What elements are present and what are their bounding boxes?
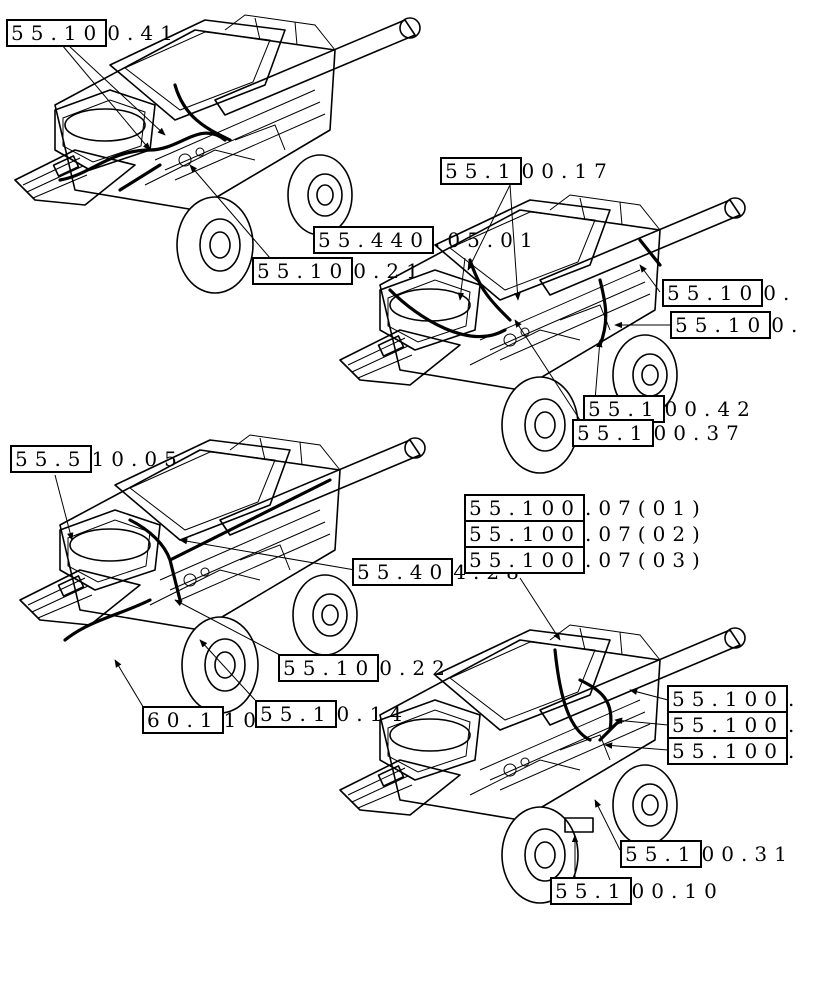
callout-box: 55.1 <box>550 877 632 905</box>
harvester-figure-2 <box>339 184 746 474</box>
callout-box: 55.100 <box>667 685 788 713</box>
callout-55-100-07-01[interactable]: 55.100.07(01) <box>464 494 707 522</box>
harvester-figure-4 <box>339 577 746 904</box>
callout-55-100-right-d[interactable]: 55.100. <box>667 711 801 739</box>
callout-55-100-right-c[interactable]: 55.100. <box>667 685 801 713</box>
callout-box: 55.1 <box>440 157 522 185</box>
callout-box: 55.1 <box>583 395 665 423</box>
callout-box: 55.440 <box>313 226 434 254</box>
callout-box: 55.10 <box>670 311 772 339</box>
callout-box: 55.40 <box>352 558 454 586</box>
callout-box: 55.100 <box>464 520 585 548</box>
callout-box: 55.10 <box>278 654 380 682</box>
callout-55-100-right-e[interactable]: 55.100. <box>667 737 801 765</box>
harvester-figure-1 <box>14 14 421 294</box>
callout-box: 55.10 <box>252 257 354 285</box>
callout-box: 55.1 <box>620 840 702 868</box>
callout-55-440-05-01[interactable]: 55.440.05.01 <box>313 226 540 254</box>
callout-box: 55.100 <box>464 494 585 522</box>
callout-box: 55.10 <box>662 279 764 307</box>
harvester-figure-3 <box>19 434 426 714</box>
callout-box: 55.100 <box>667 737 788 765</box>
callout-box: 55.100 <box>667 711 788 739</box>
callout-box: 55.100 <box>464 546 585 574</box>
callout-box: 55.10 <box>6 19 108 47</box>
callout-box: 55.1 <box>572 419 654 447</box>
callout-box: 55.1 <box>255 700 337 728</box>
callout-box: 55.5 <box>10 445 92 473</box>
callout-55-100-07-02[interactable]: 55.100.07(02) <box>464 520 707 548</box>
callout-55-100-07-03[interactable]: 55.100.07(03) <box>464 546 707 574</box>
callout-box: 60.1 <box>142 706 224 734</box>
